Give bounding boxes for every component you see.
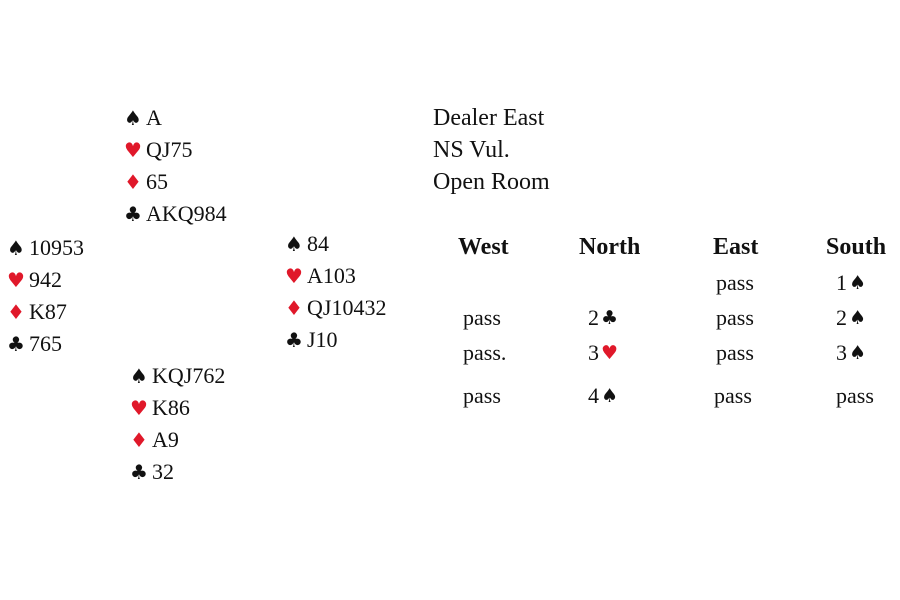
west-clubs: 765	[29, 331, 62, 356]
room-label: Open Room	[433, 169, 550, 195]
heart-icon: ♥	[124, 138, 142, 162]
bid-south-3: 3♠	[836, 340, 866, 366]
north-spades: A	[146, 105, 162, 130]
east-clubs-row: ♣ J10	[285, 324, 386, 356]
bid-east-1: pass	[716, 270, 754, 295]
bid-level: 3	[588, 340, 599, 365]
spade-icon: ♠	[601, 385, 619, 407]
auction-header-south: South	[826, 234, 887, 260]
east-clubs: J10	[307, 327, 338, 352]
bid-level: 4	[588, 383, 599, 408]
vulnerability-label: NS Vul.	[433, 137, 510, 163]
north-clubs-row: ♣ AKQ984	[124, 198, 227, 230]
north-hearts: QJ75	[146, 137, 193, 162]
bid-south-2: 2♠	[836, 305, 866, 331]
north-diamonds: 65	[146, 169, 168, 194]
south-clubs: 32	[152, 459, 174, 484]
bid-east-3: pass	[716, 340, 754, 365]
bid-west-2: pass	[463, 305, 501, 330]
bid-north-4: 4♠	[588, 383, 618, 409]
bid-north-3: 3♥	[588, 340, 618, 366]
diamond-icon: ♦	[130, 428, 148, 452]
bid-south-1: 1♠	[836, 270, 866, 296]
auction-header-east: East	[713, 234, 759, 260]
north-clubs: AKQ984	[146, 201, 227, 226]
west-hearts: 942	[29, 267, 62, 292]
west-clubs-row: ♣ 765	[7, 328, 84, 360]
east-diamonds-row: ♦ QJ10432	[285, 292, 386, 324]
north-hearts-row: ♥ QJ75	[124, 134, 227, 166]
bid-south-4: pass	[836, 383, 874, 408]
spade-icon: ♠	[849, 307, 867, 329]
dealer-label: Dealer East	[433, 105, 545, 131]
east-hearts: A103	[307, 263, 356, 288]
bid-east-4: pass	[714, 383, 752, 408]
south-hearts-row: ♥ K86	[130, 392, 225, 424]
north-hand: ♠ A ♥ QJ75 ♦ 65 ♣ AKQ984	[124, 102, 227, 230]
east-spades-row: ♠ 84	[285, 228, 386, 260]
bid-level: 3	[836, 340, 847, 365]
spade-icon: ♠	[124, 106, 142, 130]
heart-icon: ♥	[285, 264, 303, 288]
diamond-icon: ♦	[285, 296, 303, 320]
west-spades: 10953	[29, 235, 84, 260]
west-diamonds-row: ♦ K87	[7, 296, 84, 328]
spade-icon: ♠	[849, 342, 867, 364]
club-icon: ♣	[124, 202, 142, 226]
bid-north-2: 2♣	[588, 305, 618, 331]
west-spades-row: ♠ 10953	[7, 232, 84, 264]
north-spades-row: ♠ A	[124, 102, 227, 134]
south-diamonds-row: ♦ A9	[130, 424, 225, 456]
spade-icon: ♠	[130, 364, 148, 388]
south-spades: KQJ762	[152, 363, 226, 388]
bid-west-4: pass	[463, 383, 501, 408]
west-hearts-row: ♥ 942	[7, 264, 84, 296]
deal-info: Dealer East NS Vul. Open Room	[433, 102, 550, 198]
south-clubs-row: ♣ 32	[130, 456, 225, 488]
club-icon: ♣	[601, 307, 619, 329]
south-hearts: K86	[152, 395, 190, 420]
spade-icon: ♠	[849, 272, 867, 294]
auction-header-north: North	[579, 234, 641, 260]
heart-icon: ♥	[130, 396, 148, 420]
auction-header-west: West	[458, 234, 509, 260]
west-diamonds: K87	[29, 299, 67, 324]
club-icon: ♣	[7, 332, 25, 356]
club-icon: ♣	[285, 328, 303, 352]
south-diamonds: A9	[152, 427, 179, 452]
heart-icon: ♥	[601, 342, 619, 364]
heart-icon: ♥	[7, 268, 25, 292]
west-hand: ♠ 10953 ♥ 942 ♦ K87 ♣ 765	[7, 232, 84, 360]
east-hearts-row: ♥ A103	[285, 260, 386, 292]
bid-east-2: pass	[716, 305, 754, 330]
bid-west-3: pass.	[463, 340, 507, 365]
east-hand: ♠ 84 ♥ A103 ♦ QJ10432 ♣ J10	[285, 228, 386, 356]
east-diamonds: QJ10432	[307, 295, 387, 320]
north-diamonds-row: ♦ 65	[124, 166, 227, 198]
east-spades: 84	[307, 231, 329, 256]
south-hand: ♠ KQJ762 ♥ K86 ♦ A9 ♣ 32	[130, 360, 225, 488]
spade-icon: ♠	[7, 236, 25, 260]
south-spades-row: ♠ KQJ762	[130, 360, 225, 392]
bid-level: 1	[836, 270, 847, 295]
diamond-icon: ♦	[7, 300, 25, 324]
bid-level: 2	[836, 305, 847, 330]
bid-level: 2	[588, 305, 599, 330]
club-icon: ♣	[130, 460, 148, 484]
spade-icon: ♠	[285, 232, 303, 256]
diamond-icon: ♦	[124, 170, 142, 194]
